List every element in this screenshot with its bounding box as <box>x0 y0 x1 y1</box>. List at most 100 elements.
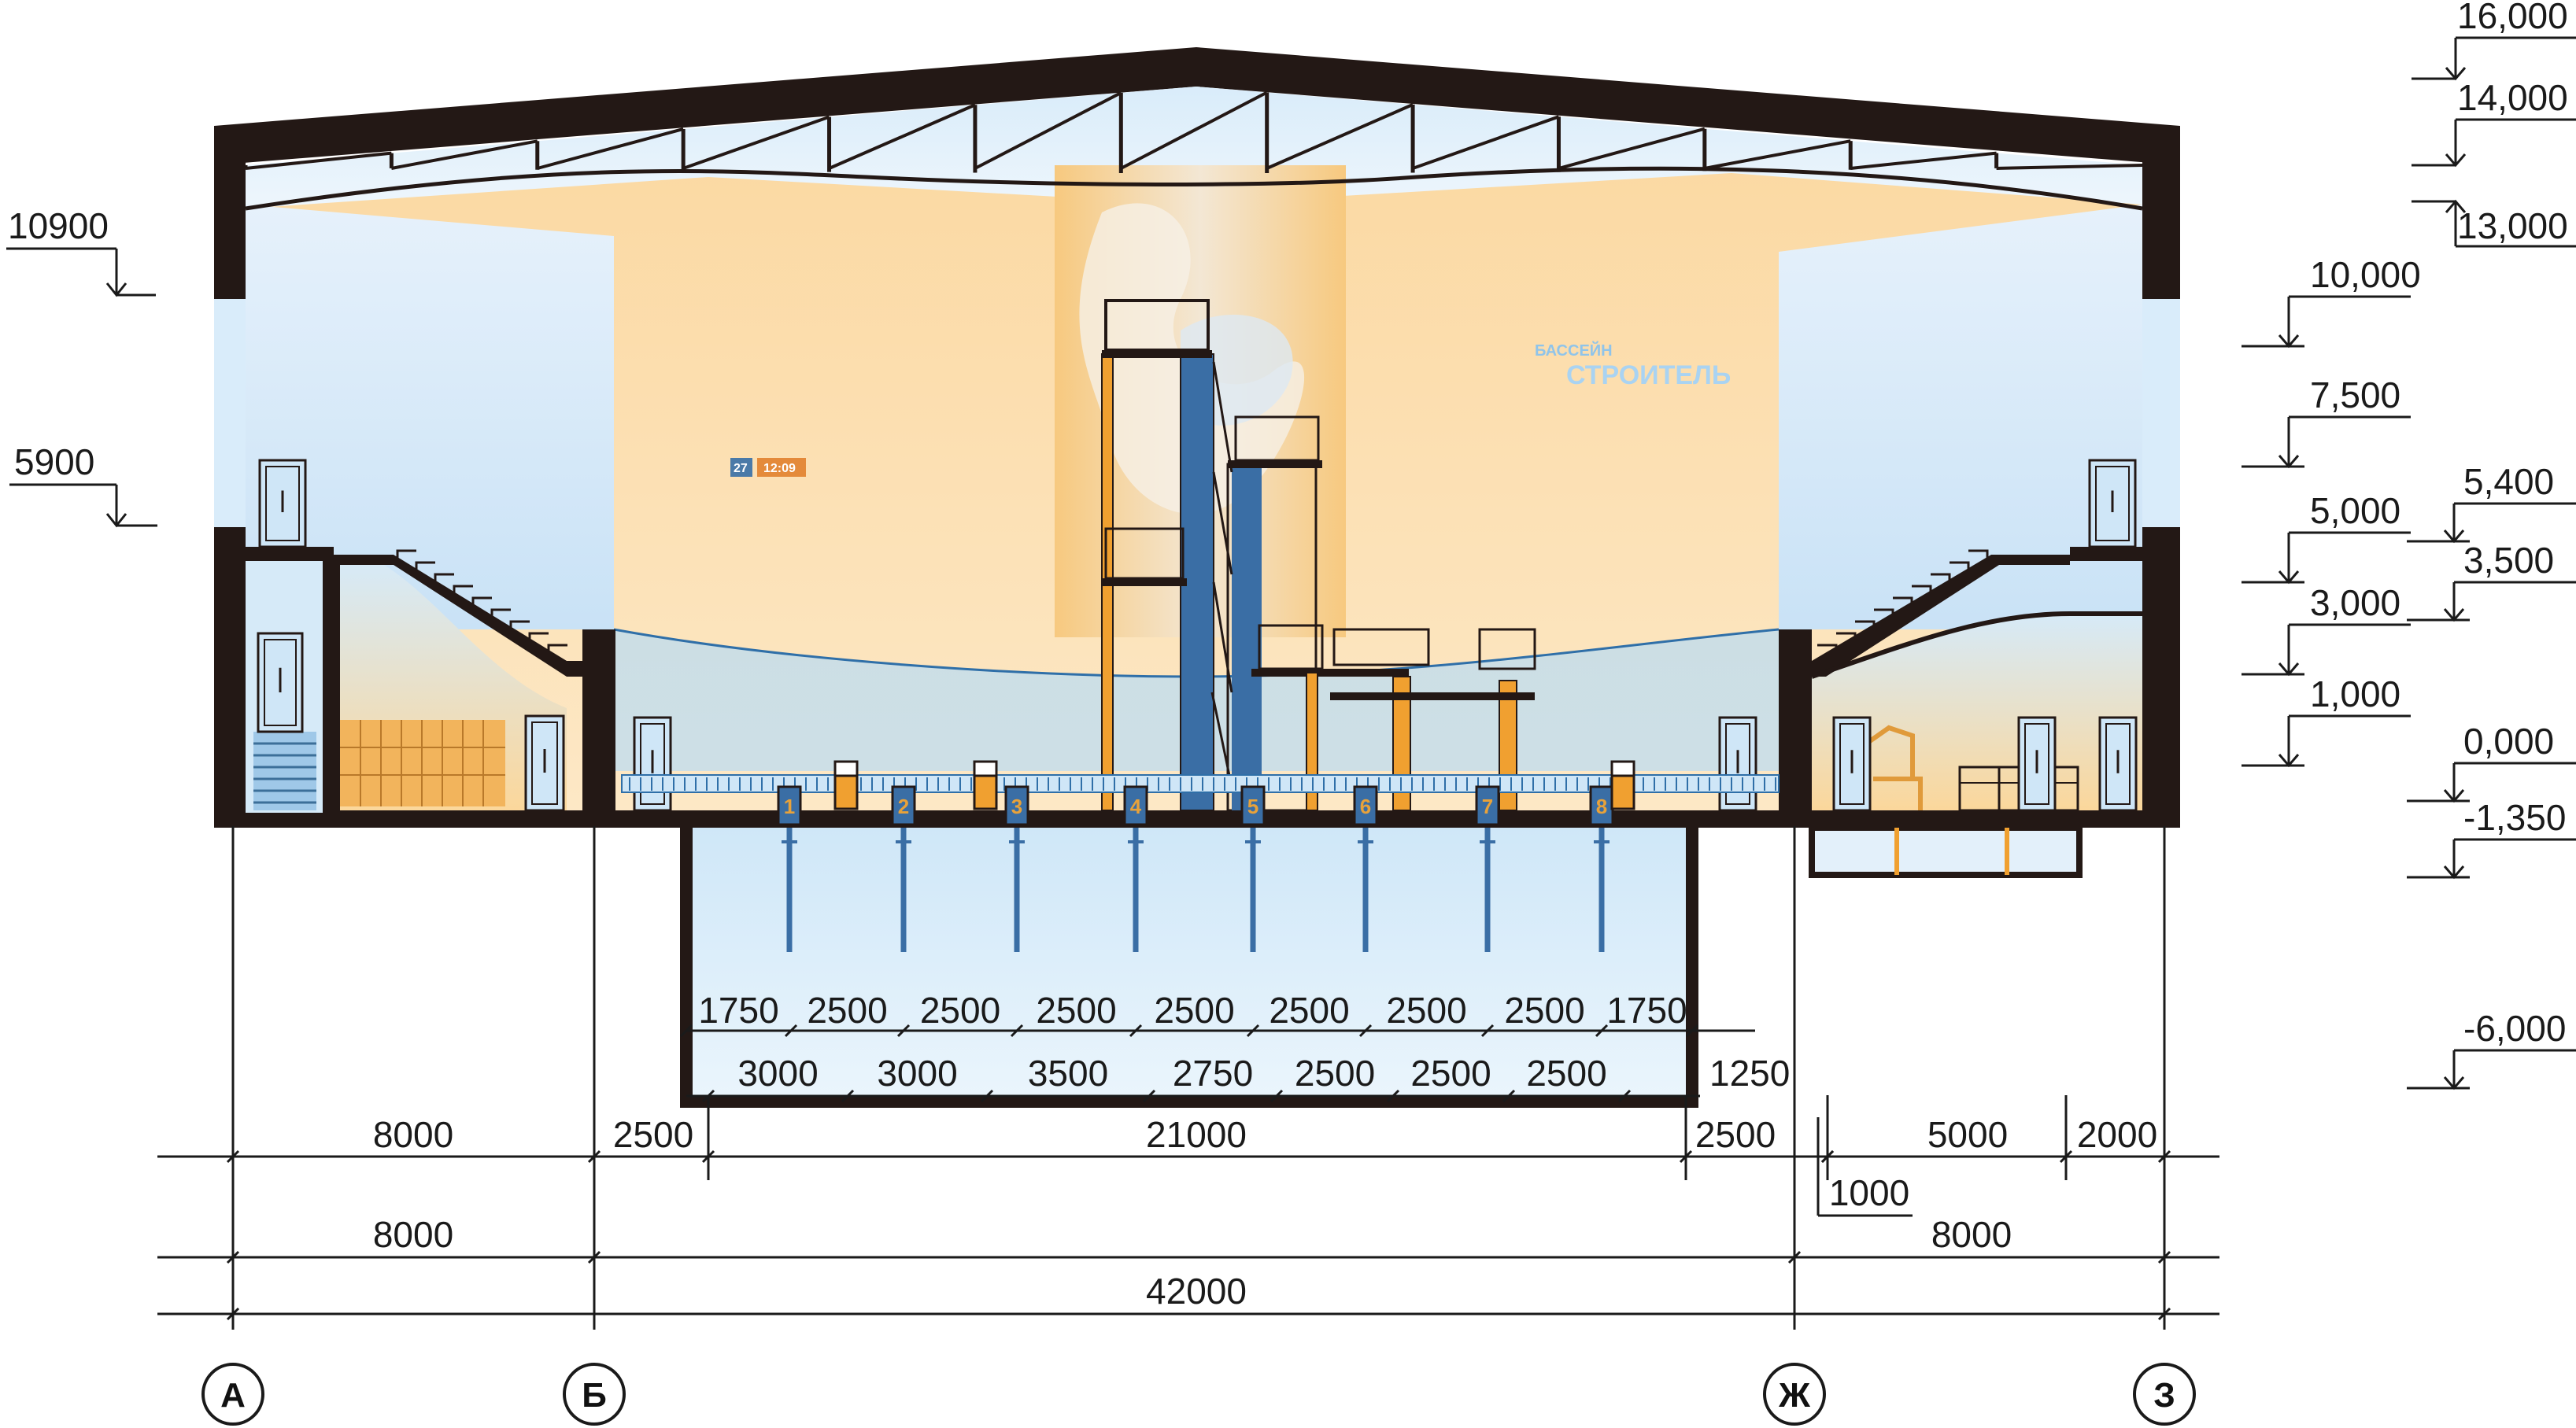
truss-diagonal <box>391 139 538 170</box>
pool-dim-1-1: 2500 <box>807 990 887 1031</box>
pool-dim-1-8: 1750 <box>1606 990 1687 1031</box>
lane-number: 7 <box>1482 795 1493 818</box>
left-tribune-steps <box>396 549 567 655</box>
elevation-right-top-0-text: 16,000 <box>2457 0 2568 36</box>
pool-dim-1-2: 2500 <box>920 990 1000 1031</box>
dim-row-1-d: 2500 <box>1695 1114 1776 1155</box>
scoreboard-right-panel <box>757 458 806 477</box>
left-tribune <box>331 555 582 677</box>
pool-dim-side: 1250 <box>1709 1053 1790 1094</box>
starting-block <box>1353 785 1378 826</box>
tower-rail-7m <box>1104 527 1185 580</box>
pool-dim-2-6: 2500 <box>1526 1053 1606 1094</box>
roof <box>214 47 2180 165</box>
door <box>1832 716 1872 812</box>
axis-marker-3: З <box>2133 1363 2196 1426</box>
door <box>524 714 565 812</box>
tower-platform-3m <box>1251 669 1409 677</box>
dim-tick <box>1595 1024 1609 1038</box>
tower-platform-7m <box>1102 578 1187 586</box>
axis-marker-2: Ж <box>1763 1363 1826 1426</box>
doors <box>257 459 2138 812</box>
door-panel <box>640 723 665 805</box>
elevation-far-0-mark <box>2407 502 2576 544</box>
axis-marker-1: Б <box>563 1363 626 1426</box>
elevation-left-0-text: 10900 <box>8 205 109 246</box>
pool-dim-2-4: 2500 <box>1295 1053 1375 1094</box>
sign-line-1: БАССЕЙН <box>1535 341 1613 360</box>
pool-dim-1-7: 2500 <box>1504 990 1584 1031</box>
dim-tick <box>1685 1024 1699 1038</box>
left-wing-divider <box>323 561 340 813</box>
starting-block <box>777 785 802 826</box>
dim-tick <box>1787 1250 1802 1264</box>
elevation-right-top-1: 14,000 <box>2412 77 2576 168</box>
truss-diagonal <box>682 115 830 170</box>
elevation-right-4-mark <box>2242 714 2411 768</box>
axis-circle <box>201 1363 264 1426</box>
elevation-right-1-text: 7,500 <box>2310 375 2400 415</box>
elevation-right-3-text: 3,000 <box>2310 582 2400 623</box>
dim-tick <box>226 1149 240 1164</box>
door-panel <box>2095 466 2130 541</box>
tribune-step <box>396 549 416 560</box>
dim-tick <box>1246 1024 1260 1038</box>
elevation-right-3-mark <box>2242 623 2411 677</box>
scoreboard-right-text: 12:09 <box>763 462 796 475</box>
elevation-far-2-text: 0,000 <box>2463 721 2554 762</box>
dim-row-1-c: 21000 <box>1146 1114 1247 1155</box>
left-hall-wall <box>246 205 614 629</box>
tribune-step <box>1912 585 1932 596</box>
starting-block <box>1589 785 1614 826</box>
left-outer-wall-bottom <box>214 527 246 826</box>
pool-dim-2-1: 3000 <box>877 1053 957 1094</box>
tribune-step <box>1950 561 1970 572</box>
elevation-right-0: 10,000 <box>2242 254 2421 349</box>
pool-dim-1-3: 2500 <box>1036 990 1116 1031</box>
truss-diagonal <box>974 91 1122 170</box>
tower-brace <box>1210 361 1233 788</box>
right-tribune <box>1812 555 2070 677</box>
dim-tick <box>2059 1149 2073 1164</box>
tribune-step <box>1855 620 1876 631</box>
pool-walls <box>680 814 1698 1108</box>
lane-number: 8 <box>1596 795 1607 818</box>
axis-label: З <box>2153 1376 2175 1415</box>
dim-tick <box>896 1024 911 1038</box>
right-outer-wall-bottom <box>2142 527 2180 826</box>
right-upper-floor <box>2070 547 2142 561</box>
elevation-far-3-mark <box>2407 838 2576 880</box>
axis-circle <box>1763 1363 1826 1426</box>
pool-sign: БАССЕЙН СТРОИТЕЛЬ <box>1535 341 1731 390</box>
lane-5: 5 <box>1240 785 1266 952</box>
right-basement <box>1809 825 2083 878</box>
judge-chair-top <box>1610 760 1635 777</box>
door-panel <box>264 639 297 726</box>
tower-rail-10m <box>1104 299 1210 352</box>
lane-number: 5 <box>1247 795 1258 818</box>
tribune-step <box>1836 632 1857 643</box>
starting-block <box>1123 785 1148 826</box>
door <box>633 716 672 812</box>
elevation-right-top-0: 16,000 <box>2412 0 2576 81</box>
elevation-right-1: 7,500 <box>2242 375 2411 469</box>
elevation-right-top-2-mark <box>2412 199 2576 248</box>
lane-number: 4 <box>1130 795 1142 818</box>
truss-diagonal <box>1266 103 1414 170</box>
judge-chair-top <box>973 760 998 777</box>
truss-bottom-chord <box>245 166 2143 211</box>
axis-label: Б <box>582 1376 607 1415</box>
judge-chair <box>1610 760 1635 810</box>
elevation-right-2-mark <box>2242 531 2411 585</box>
starting-block <box>1240 785 1266 826</box>
truss-diagonal <box>1120 90 1268 170</box>
dim-tick <box>679 1024 693 1038</box>
truss-diagonal <box>537 127 684 170</box>
elevation-right-top-1-text: 14,000 <box>2457 77 2568 118</box>
elevation-far-4-mark <box>2407 1049 2576 1090</box>
tribune-step <box>528 632 549 643</box>
lane-7: 7 <box>1475 785 1500 952</box>
elevation-right-0-text: 10,000 <box>2310 254 2421 295</box>
